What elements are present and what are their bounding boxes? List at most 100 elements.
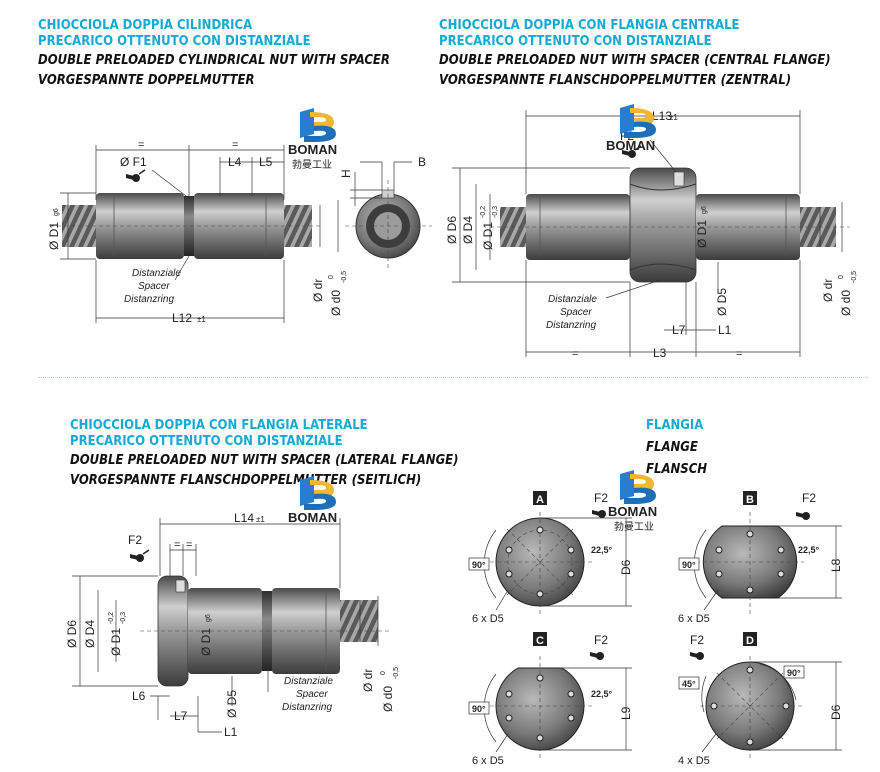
holes-label: 6 x D5 [472, 755, 504, 767]
lubrication-icon [590, 652, 604, 660]
dim-eq-left: = [138, 139, 144, 151]
flange-view-d: D 45° 90° D6 4 x D5 F2 [678, 632, 843, 767]
dim-d0: Ø d0 [381, 686, 395, 712]
dim-d0: Ø d0 [839, 290, 853, 316]
dim-f2: F2 [690, 633, 704, 647]
dim-dr: Ø dr [311, 279, 325, 302]
section-divider [38, 377, 868, 378]
dim-eq-right: = [186, 539, 192, 551]
title-it: CHIOCCIOLA DOPPIA CON FLANGIA CENTRALE [439, 18, 740, 33]
dim-h: H [339, 169, 353, 178]
angle-label: 90° [472, 560, 486, 570]
angle-label: 90° [472, 704, 486, 714]
spacer-label-de: Distanzring [282, 702, 332, 713]
nut-half-left [96, 193, 184, 259]
dim-d1-inner-tol: g6 [205, 614, 212, 622]
dim-label: D6 [829, 704, 843, 720]
dim-dr: Ø dr [361, 669, 375, 692]
title-en: DOUBLE PRELOADED CYLINDRICAL NUT WITH SP… [38, 53, 390, 68]
dim-d6: Ø D6 [445, 216, 459, 244]
holes-label: 4 x D5 [678, 755, 710, 767]
title-it: CHIOCCIOLA DOPPIA CON FLANGIA LATERALE [70, 418, 368, 433]
dim-d0-tol-dn: -0,5 [341, 271, 348, 283]
dim-eq-right: = [232, 139, 238, 151]
title-en: DOUBLE PRELOADED NUT WITH SPACER (LATERA… [70, 453, 459, 468]
dim-d5: Ø D5 [715, 288, 729, 316]
view-letter: C [536, 635, 544, 647]
dim-l13: L13 [652, 109, 672, 123]
lubrication-icon [690, 652, 704, 660]
dim-d1-inner-tol: g6 [701, 206, 708, 214]
flange-view-c: C 90° 22,5° L9 6 x D5 F2 [468, 632, 633, 767]
dim-d5: Ø D5 [225, 690, 239, 718]
header-central-flange: CHIOCCIOLA DOPPIA CON FLANGIA CENTRALE P… [439, 18, 831, 89]
dim-d1: Ø D1 [47, 222, 61, 250]
spacer-label-it: Distanziale [132, 268, 181, 279]
logo-subtext: 勃曼工业 [292, 158, 332, 171]
spacer-label-it: Distanziale [548, 294, 597, 305]
angle-label-small: 22,5° [798, 545, 820, 555]
dim-d1-tol-dn: -0,3 [120, 612, 127, 624]
lateral-flange-nut-drawing: L14 ±1 = = F2 Ø D6 Ø D4 Ø D1 -0,2 -0,3 Ø… [65, 511, 400, 739]
spacer-label-en: Spacer [138, 281, 170, 292]
boman-logo: BOMAN [606, 104, 656, 153]
dim-l12-tol: ±1 [197, 315, 206, 324]
flange-view-b: B 90° 22,5° L8 6 x D5 F2 [678, 491, 843, 625]
spacer-label-it: Distanziale [284, 676, 333, 687]
angle-label: 45° [682, 679, 696, 689]
spacer-ring [184, 196, 194, 256]
dim-d1-tol-up: -0,2 [108, 612, 115, 624]
dim-d1: Ø D1 [481, 222, 495, 250]
dim-l1: L1 [718, 323, 732, 337]
dim-d1-tol-dn: -0,3 [492, 206, 499, 218]
nut-half-right [272, 588, 340, 674]
dim-label: L8 [829, 558, 843, 572]
flange-title-it: FLANGIA [646, 418, 704, 433]
title-it: CHIOCCIOLA DOPPIA CILINDRICA [38, 18, 253, 33]
dim-l3: L3 [653, 346, 667, 360]
dim-d4: Ø D4 [461, 216, 475, 244]
central-flange [629, 167, 697, 283]
cylindrical-nut-drawing: = = Ø F1 L4 L5 L12 ±1 Ø D1 g6 Distanzial… [47, 139, 432, 325]
boman-logo: BOMAN 勃曼工业 [608, 470, 657, 533]
dim-d1-tol-up: -0,2 [480, 206, 487, 218]
dim-d1-inner: Ø D1 [695, 220, 709, 248]
subtitle-it: PRECARICO OTTENUTO CON DISTANZIALE [38, 34, 311, 49]
dim-l14: L14 [234, 511, 254, 525]
nut-half-right [696, 194, 800, 260]
logo-subtext: 勃曼工业 [614, 520, 654, 533]
dim-eq-left: = [572, 348, 578, 360]
logo-text: BOMAN [288, 142, 337, 157]
spacer-label-de: Distanzring [546, 320, 596, 331]
dim-dr: Ø dr [821, 279, 835, 302]
title-en: DOUBLE PRELOADED NUT WITH SPACER (CENTRA… [439, 53, 831, 68]
logo-text: BOMAN [608, 504, 657, 519]
central-flange-nut-drawing: = = L3 L7 L1 L13 ±1 F2 Ø D6 Ø D4 Ø D1 -0… [445, 109, 858, 360]
dim-l5: L5 [259, 155, 273, 169]
title-de: VORGESPANNTE DOPPELMUTTER [38, 73, 255, 88]
logo-text: BOMAN [288, 510, 337, 525]
dim-l7: L7 [174, 709, 188, 723]
dim-l13-tol: ±1 [669, 113, 678, 122]
spacer-label-de: Distanzring [124, 294, 174, 305]
dim-d1-tol: g6 [53, 208, 60, 216]
flange-title-en: FLANGE [646, 440, 698, 455]
angle-label-small: 90° [787, 668, 801, 678]
view-letter: D [746, 635, 754, 647]
lubrication-icon [126, 169, 146, 182]
dim-d0-tol-up: 0 [328, 275, 335, 279]
dim-f2: F2 [128, 533, 142, 547]
dim-label: D6 [619, 559, 633, 575]
holes-label: 6 x D5 [472, 613, 504, 625]
dim-f2: F2 [594, 491, 608, 505]
flange-title-de: FLANSCH [646, 462, 708, 477]
flange-view-a: A 90° 22,5° D6 6 x D5 F2 [468, 491, 633, 625]
dim-b: B [418, 155, 426, 169]
header-lateral-flange: CHIOCCIOLA DOPPIA CON FLANGIA LATERALE P… [70, 418, 459, 489]
lubrication-icon [592, 510, 606, 518]
holes-label: 6 x D5 [678, 613, 710, 625]
logo-text: BOMAN [606, 138, 655, 153]
lubrication-icon [796, 512, 810, 520]
view-letter: A [536, 494, 544, 506]
